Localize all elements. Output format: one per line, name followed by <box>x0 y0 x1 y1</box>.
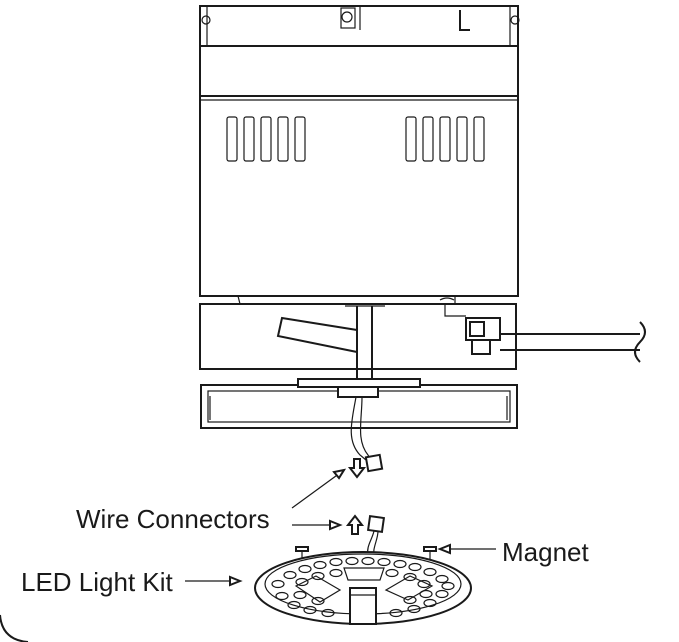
up-arrow <box>345 514 365 535</box>
frame-edge <box>0 614 29 642</box>
wires <box>350 396 384 473</box>
downrod-cable <box>500 321 646 363</box>
motor-housing <box>199 45 519 297</box>
mounting-bracket <box>199 5 520 47</box>
magnet-label: Magnet <box>502 537 589 567</box>
led-light-kit <box>254 546 472 625</box>
magnet-leader <box>437 543 496 555</box>
down-arrow <box>347 458 367 479</box>
switch-housing <box>199 295 517 385</box>
led-light-kit-label: LED Light Kit <box>21 567 173 597</box>
led-kit-leader <box>185 575 243 587</box>
lower-cover <box>200 378 518 429</box>
wire-connectors-leaders <box>291 468 347 531</box>
wire-connectors-label: Wire Connectors <box>76 504 270 534</box>
